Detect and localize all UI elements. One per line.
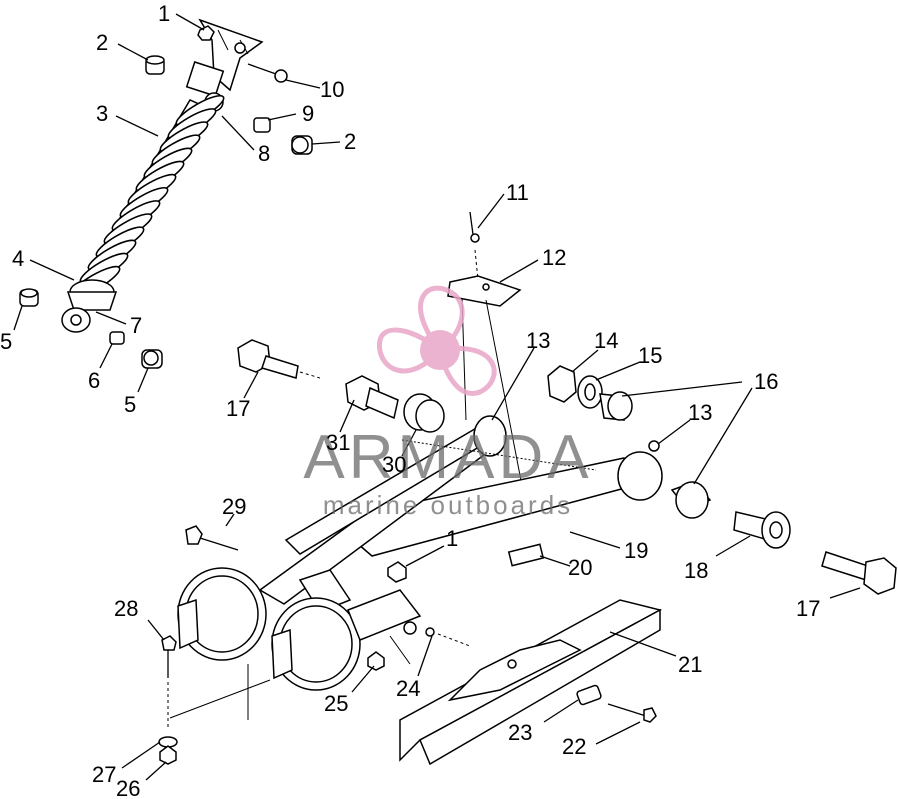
callout-part-23: 23 <box>508 720 532 745</box>
bushing-part-16-a <box>599 391 633 421</box>
cotter-pin-part-11 <box>469 211 480 243</box>
callout-part-16: 16 <box>754 369 778 394</box>
bolt-part-29 <box>185 525 239 551</box>
callout-part-5-right: 5 <box>124 392 136 417</box>
callout-part-31: 31 <box>326 430 350 455</box>
leader-lines <box>13 13 861 781</box>
callout-part-20: 20 <box>568 555 592 580</box>
callout-part-7: 7 <box>130 313 142 338</box>
armada-watermark: ARMADA marine outboards <box>303 285 592 520</box>
slide-rail-part-21 <box>399 599 663 766</box>
callout-part-13-right: 13 <box>688 400 712 425</box>
bolt-part-22 <box>607 703 657 723</box>
axle-clamp-right <box>271 589 422 691</box>
sleeve-part-6 <box>109 331 125 345</box>
callout-part-2-right: 2 <box>344 129 356 154</box>
callout-part-26: 26 <box>116 776 140 799</box>
spacer-part-23 <box>576 684 602 706</box>
sleeve-part-9 <box>253 117 271 133</box>
callout-part-1-arm: 1 <box>446 526 458 551</box>
callout-part-8: 8 <box>258 141 270 166</box>
shock-absorber-part-3 <box>61 61 225 333</box>
callout-part-29: 29 <box>222 494 246 519</box>
callout-part-10: 10 <box>320 77 344 102</box>
callout-part-30: 30 <box>382 452 406 477</box>
callout-part-14: 14 <box>594 328 618 353</box>
callout-part-18: 18 <box>684 558 708 583</box>
callout-part-11: 11 <box>506 180 529 205</box>
callout-part-22: 22 <box>562 734 586 759</box>
pivot-shaft-part-18 <box>733 511 791 549</box>
watermark-tagline: marine outboards <box>323 490 573 520</box>
callout-part-24: 24 <box>396 676 420 701</box>
bushing-part-5-left <box>19 288 39 307</box>
axle-clamp-left <box>177 567 267 661</box>
bushing-part-16-b <box>670 481 712 519</box>
bolt-part-28 <box>161 635 177 730</box>
propeller-logo-icon <box>376 285 497 396</box>
callout-part-27: 27 <box>92 762 116 787</box>
callout-part-28: 28 <box>114 596 138 621</box>
bolt-part-10 <box>247 63 288 83</box>
nut-part-14 <box>547 365 577 403</box>
callout-part-6: 6 <box>88 368 100 393</box>
callout-part-2-left: 2 <box>96 30 108 55</box>
sleeve-part-30 <box>403 393 445 433</box>
nut-part-1-arm <box>387 561 407 583</box>
grease-fitting-part-13-right <box>648 440 660 452</box>
clip-part-24 <box>403 621 471 647</box>
callout-part-17-right: 17 <box>796 596 820 621</box>
bolt-part-17-right <box>821 551 897 595</box>
callout-part-15: 15 <box>638 343 662 368</box>
callout-part-5-left: 5 <box>0 329 12 354</box>
bushing-part-2-right <box>291 135 313 155</box>
nut-part-25 <box>367 651 385 671</box>
swing-arm-part-19 <box>258 415 663 613</box>
callout-part-3: 3 <box>96 101 108 126</box>
callout-part-25: 25 <box>324 691 348 716</box>
callout-part-9: 9 <box>302 101 314 126</box>
callout-labels: 1 2 10 3 9 8 2 11 12 4 5 7 6 5 17 13 14 … <box>0 1 820 799</box>
reference-frame-lines <box>169 439 597 720</box>
callout-part-12: 12 <box>542 245 566 270</box>
callout-part-13-top: 13 <box>526 328 550 353</box>
bolt-part-17-left <box>237 339 321 379</box>
bushing-part-5-right <box>141 349 163 369</box>
watermark-brand: ARMADA <box>303 423 592 492</box>
callout-part-4: 4 <box>12 246 24 271</box>
callout-part-21: 21 <box>678 652 702 677</box>
callout-part-1-top: 1 <box>158 1 170 26</box>
washer-part-15 <box>577 375 603 409</box>
callout-part-19: 19 <box>624 538 648 563</box>
callout-part-17-left: 17 <box>226 396 250 421</box>
pivot-bolt-part-31 <box>345 375 399 420</box>
nut-part-26 <box>159 745 177 765</box>
bushing-part-2-left <box>145 55 165 75</box>
